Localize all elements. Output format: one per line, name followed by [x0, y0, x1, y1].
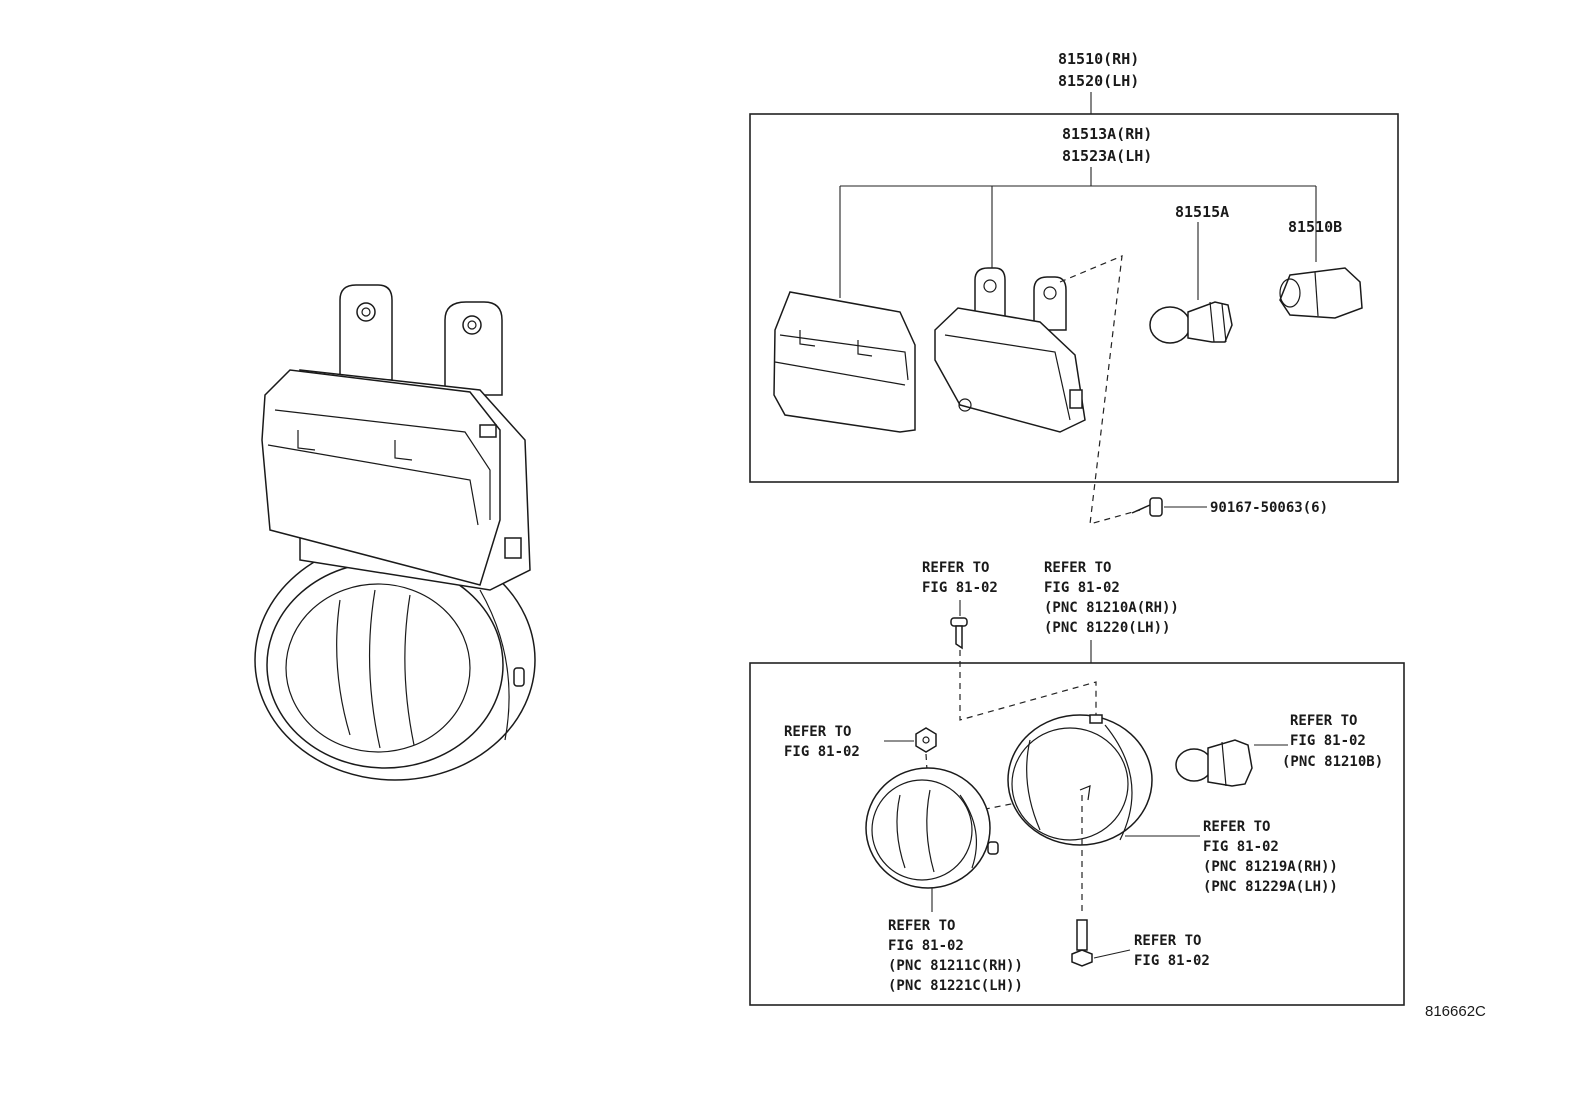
- ref-bolt-line1: REFER TO: [1134, 933, 1201, 949]
- catalog-code: 816662C: [1425, 1003, 1486, 1020]
- main-assembly-rh-label: 81510(RH): [1058, 50, 1139, 68]
- ref-top-screw-line1: REFER TO: [922, 560, 989, 576]
- reference-group: REFER TO FIG 81-02 REFER TO FIG 81-02 (P…: [749, 560, 1405, 1006]
- top-screw-part: [950, 617, 968, 650]
- unit-rh-label: 81513A(RH): [1062, 125, 1152, 143]
- screw-part: [1131, 497, 1163, 517]
- ref-housing-line2: FIG 81-02: [1044, 580, 1120, 596]
- fog-lens-part: [865, 767, 999, 889]
- ref-lens-line4: (PNC 81221C(LH)): [888, 978, 1023, 994]
- ref-housing-line1: REFER TO: [1044, 560, 1111, 576]
- ref-bulb-socket-line3: (PNC 81210B): [1282, 754, 1383, 770]
- ref-bolt-line2: FIG 81-02: [1134, 953, 1210, 969]
- main-assembly-lh-label: 81520(LH): [1058, 72, 1139, 90]
- bolt-part: [1071, 919, 1093, 967]
- ref-rim-line4: (PNC 81229A(LH)): [1203, 879, 1338, 895]
- ref-rim-line1: REFER TO: [1203, 819, 1270, 835]
- lower-assembly-box: [749, 662, 1405, 1006]
- assembled-fog-lamp-illustration: [254, 284, 536, 781]
- upper-assembly-group: 81510(RH) 81520(LH) 81513A(RH) 81523A(LH…: [749, 50, 1399, 525]
- socket-label: 81510B: [1288, 218, 1342, 236]
- unit-lh-label: 81523A(LH): [1062, 147, 1152, 165]
- ref-lens-line3: (PNC 81211C(RH)): [888, 958, 1023, 974]
- ref-nut-line1: REFER TO: [784, 724, 851, 740]
- upper-assembly-box: [749, 113, 1399, 483]
- bulb-label: 81515A: [1175, 203, 1229, 221]
- ref-rim-line3: (PNC 81219A(RH)): [1203, 859, 1338, 875]
- ref-bulb-socket-line2: FIG 81-02: [1290, 733, 1366, 749]
- ref-top-screw-line2: FIG 81-02: [922, 580, 998, 596]
- ref-housing-line4: (PNC 81220(LH)): [1044, 620, 1170, 636]
- lens-plate-part: [773, 291, 916, 433]
- nut-part: [915, 727, 937, 753]
- socket-part: [1279, 267, 1363, 319]
- ref-lens-line1: REFER TO: [888, 918, 955, 934]
- ref-nut-line2: FIG 81-02: [784, 744, 860, 760]
- ref-lens-line2: FIG 81-02: [888, 938, 964, 954]
- bulb-socket-part: [1175, 739, 1253, 787]
- fog-unit-housing-part: [934, 267, 1086, 433]
- ref-rim-line2: FIG 81-02: [1203, 839, 1279, 855]
- bulb-part: [1149, 301, 1233, 344]
- ref-housing-line3: (PNC 81210A(RH)): [1044, 600, 1179, 616]
- fog-rim-part: [1007, 714, 1153, 846]
- screw-label: 90167-50063(6): [1210, 500, 1328, 516]
- ref-bulb-socket-line1: REFER TO: [1290, 713, 1357, 729]
